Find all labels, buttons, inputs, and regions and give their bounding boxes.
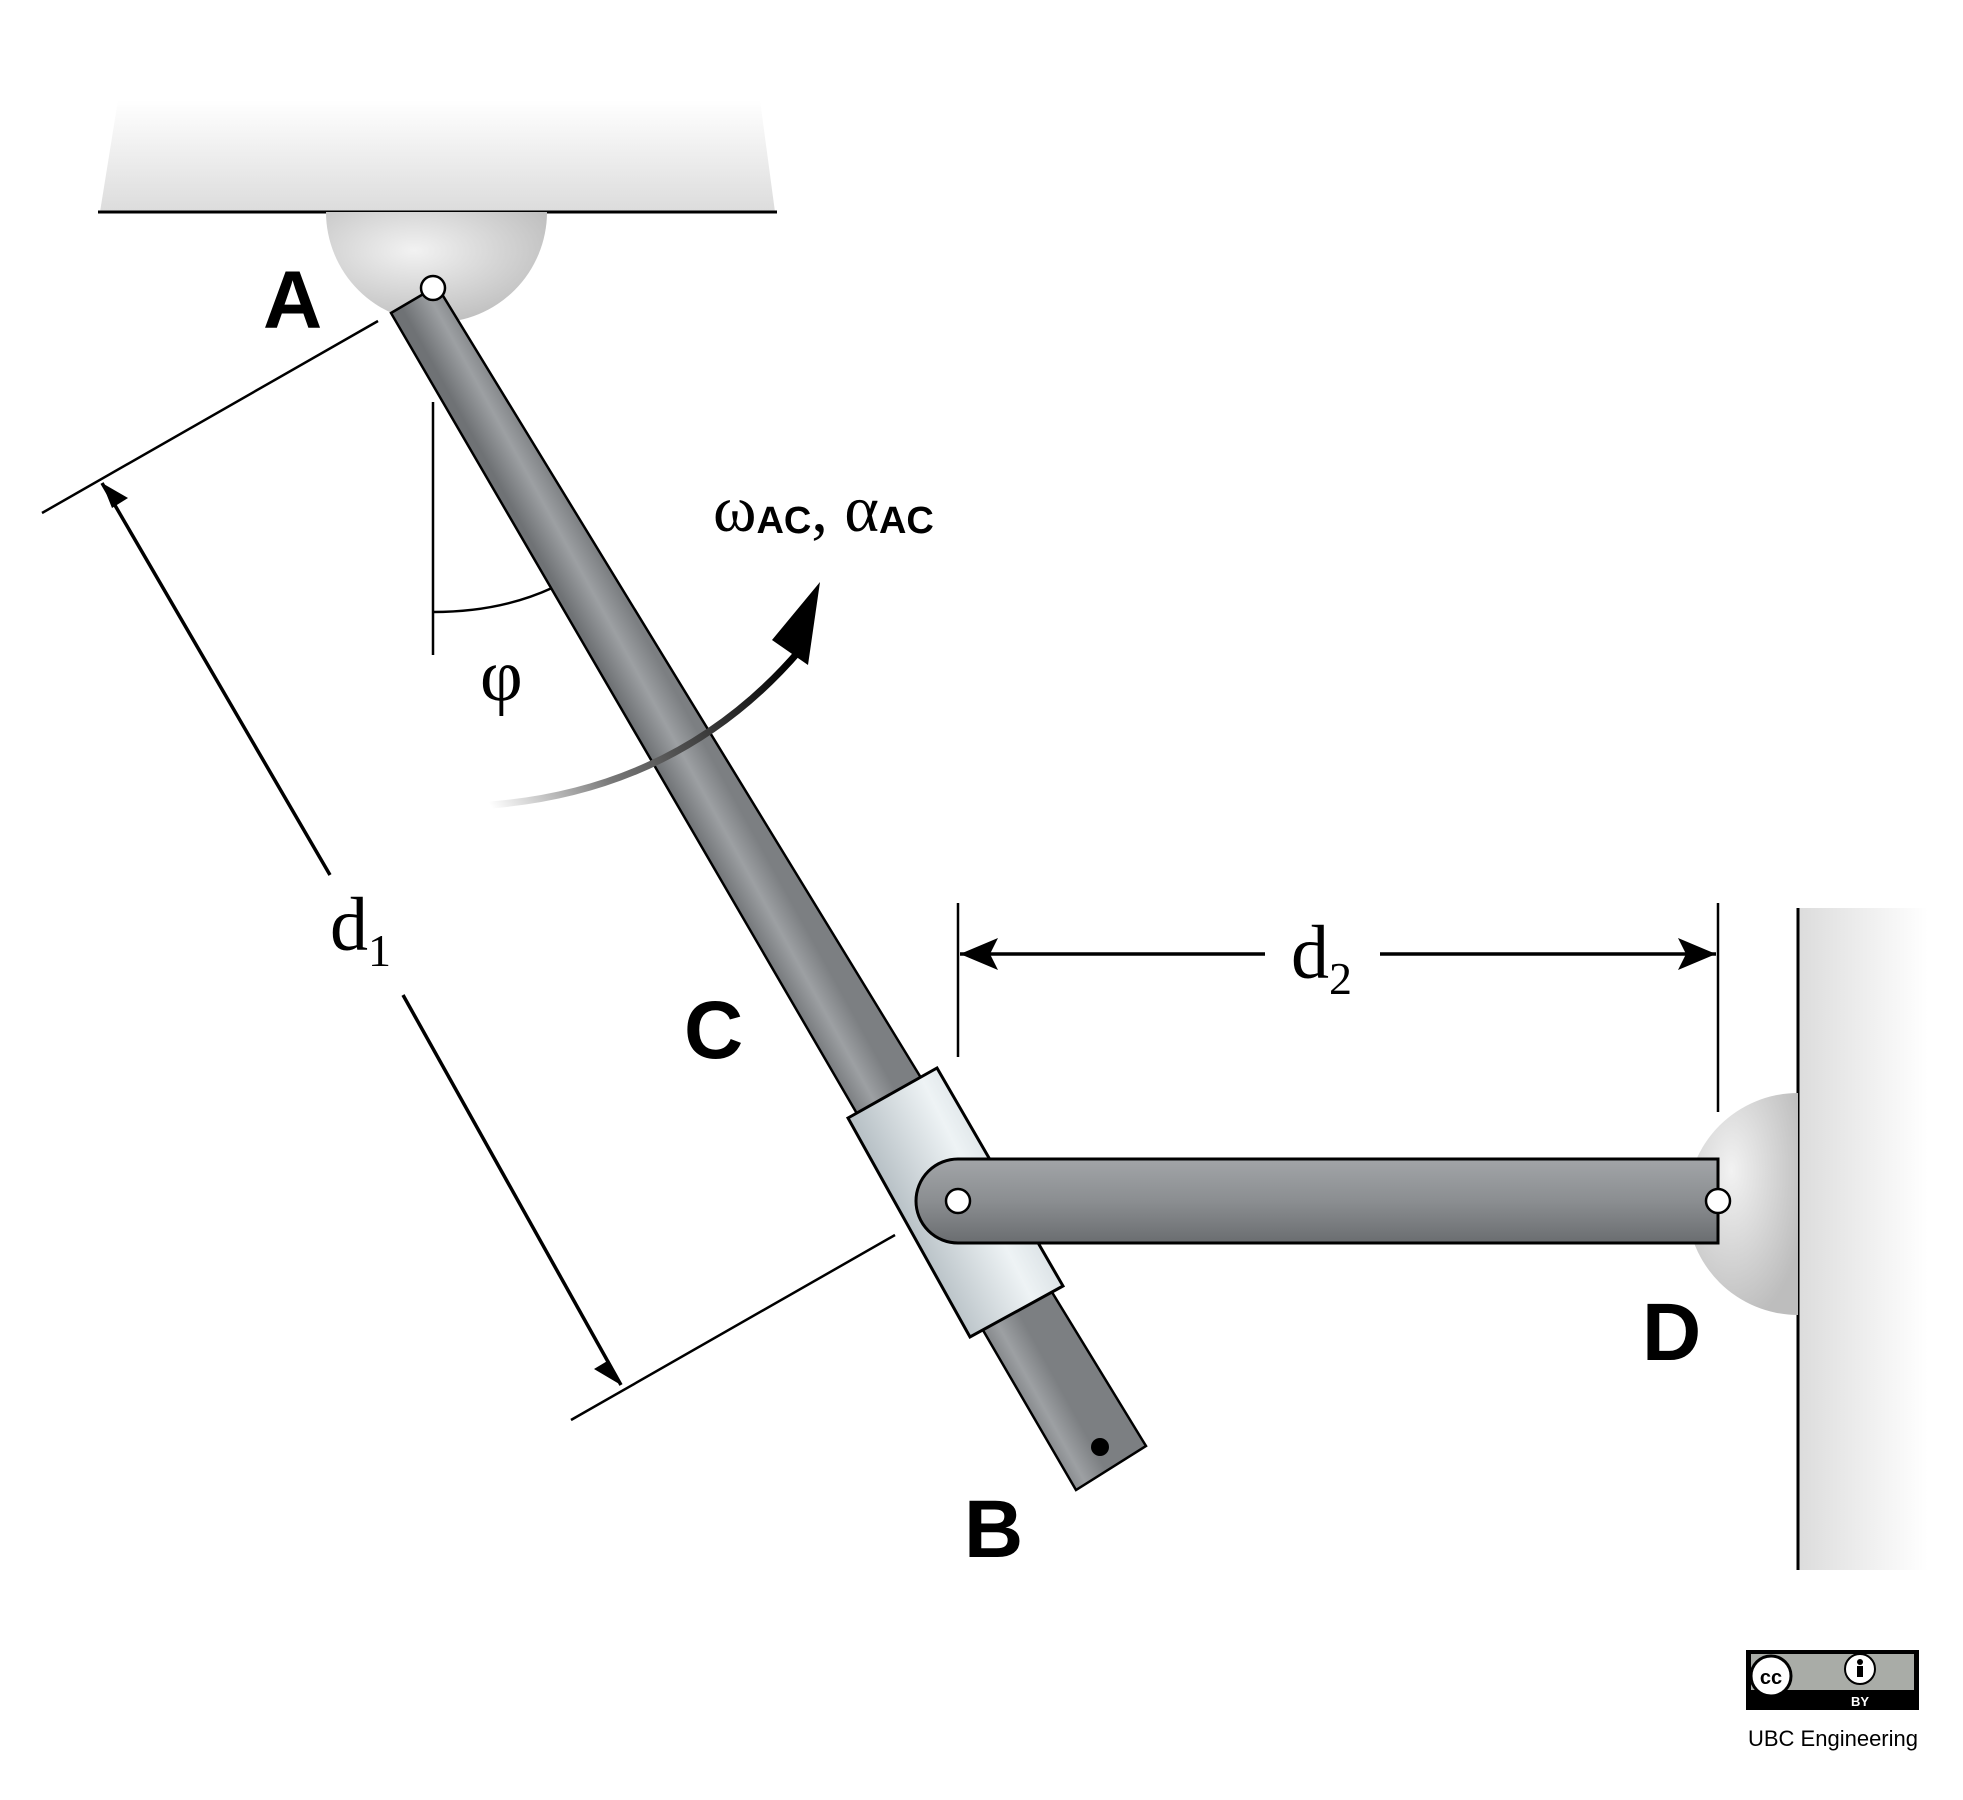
pin-support-d [1687,1093,1798,1315]
by-label: BY [1851,1694,1869,1709]
rotation-arrow [489,582,820,809]
label-point-a: A [263,255,322,346]
rod-cd [914,1157,1720,1245]
label-d1: d1 [330,883,391,976]
label-point-c: C [684,985,743,1076]
d1-subscript: 1 [368,925,391,976]
label-d2: d2 [1291,911,1352,1004]
dimension-d2 [956,903,1720,1112]
d2-main: d [1291,911,1329,995]
credit-text: UBC Engineering [1748,1726,1918,1751]
label-point-b: B [964,1484,1023,1575]
rotation-separator: , [811,473,844,546]
cc-icon-text: cc [1760,1667,1782,1689]
dimension-d1 [41,319,896,1422]
pin-d [1704,1187,1732,1215]
d1-main: d [330,883,368,967]
alpha-symbol: α [844,473,879,546]
omega-subscript: AC [756,500,811,542]
cc-icon [1749,1654,1793,1698]
cc-by-badge: cc BY [1746,1650,1919,1710]
label-angle-phi: φ [480,635,523,717]
point-b-dot [1091,1438,1109,1456]
pin-support-a [326,212,547,323]
ceiling-support [98,100,777,214]
angle-phi-indicator [431,402,553,655]
label-rotation: ωAC, αAC [713,473,934,546]
d2-subscript: 2 [1329,953,1352,1004]
wall-support [1796,908,1928,1570]
pin-collar [944,1187,972,1215]
label-point-d: D [1642,1287,1701,1378]
omega-symbol: ω [713,473,756,546]
alpha-subscript: AC [879,500,934,542]
rod-ab [389,284,1148,1492]
pin-a [419,274,447,302]
